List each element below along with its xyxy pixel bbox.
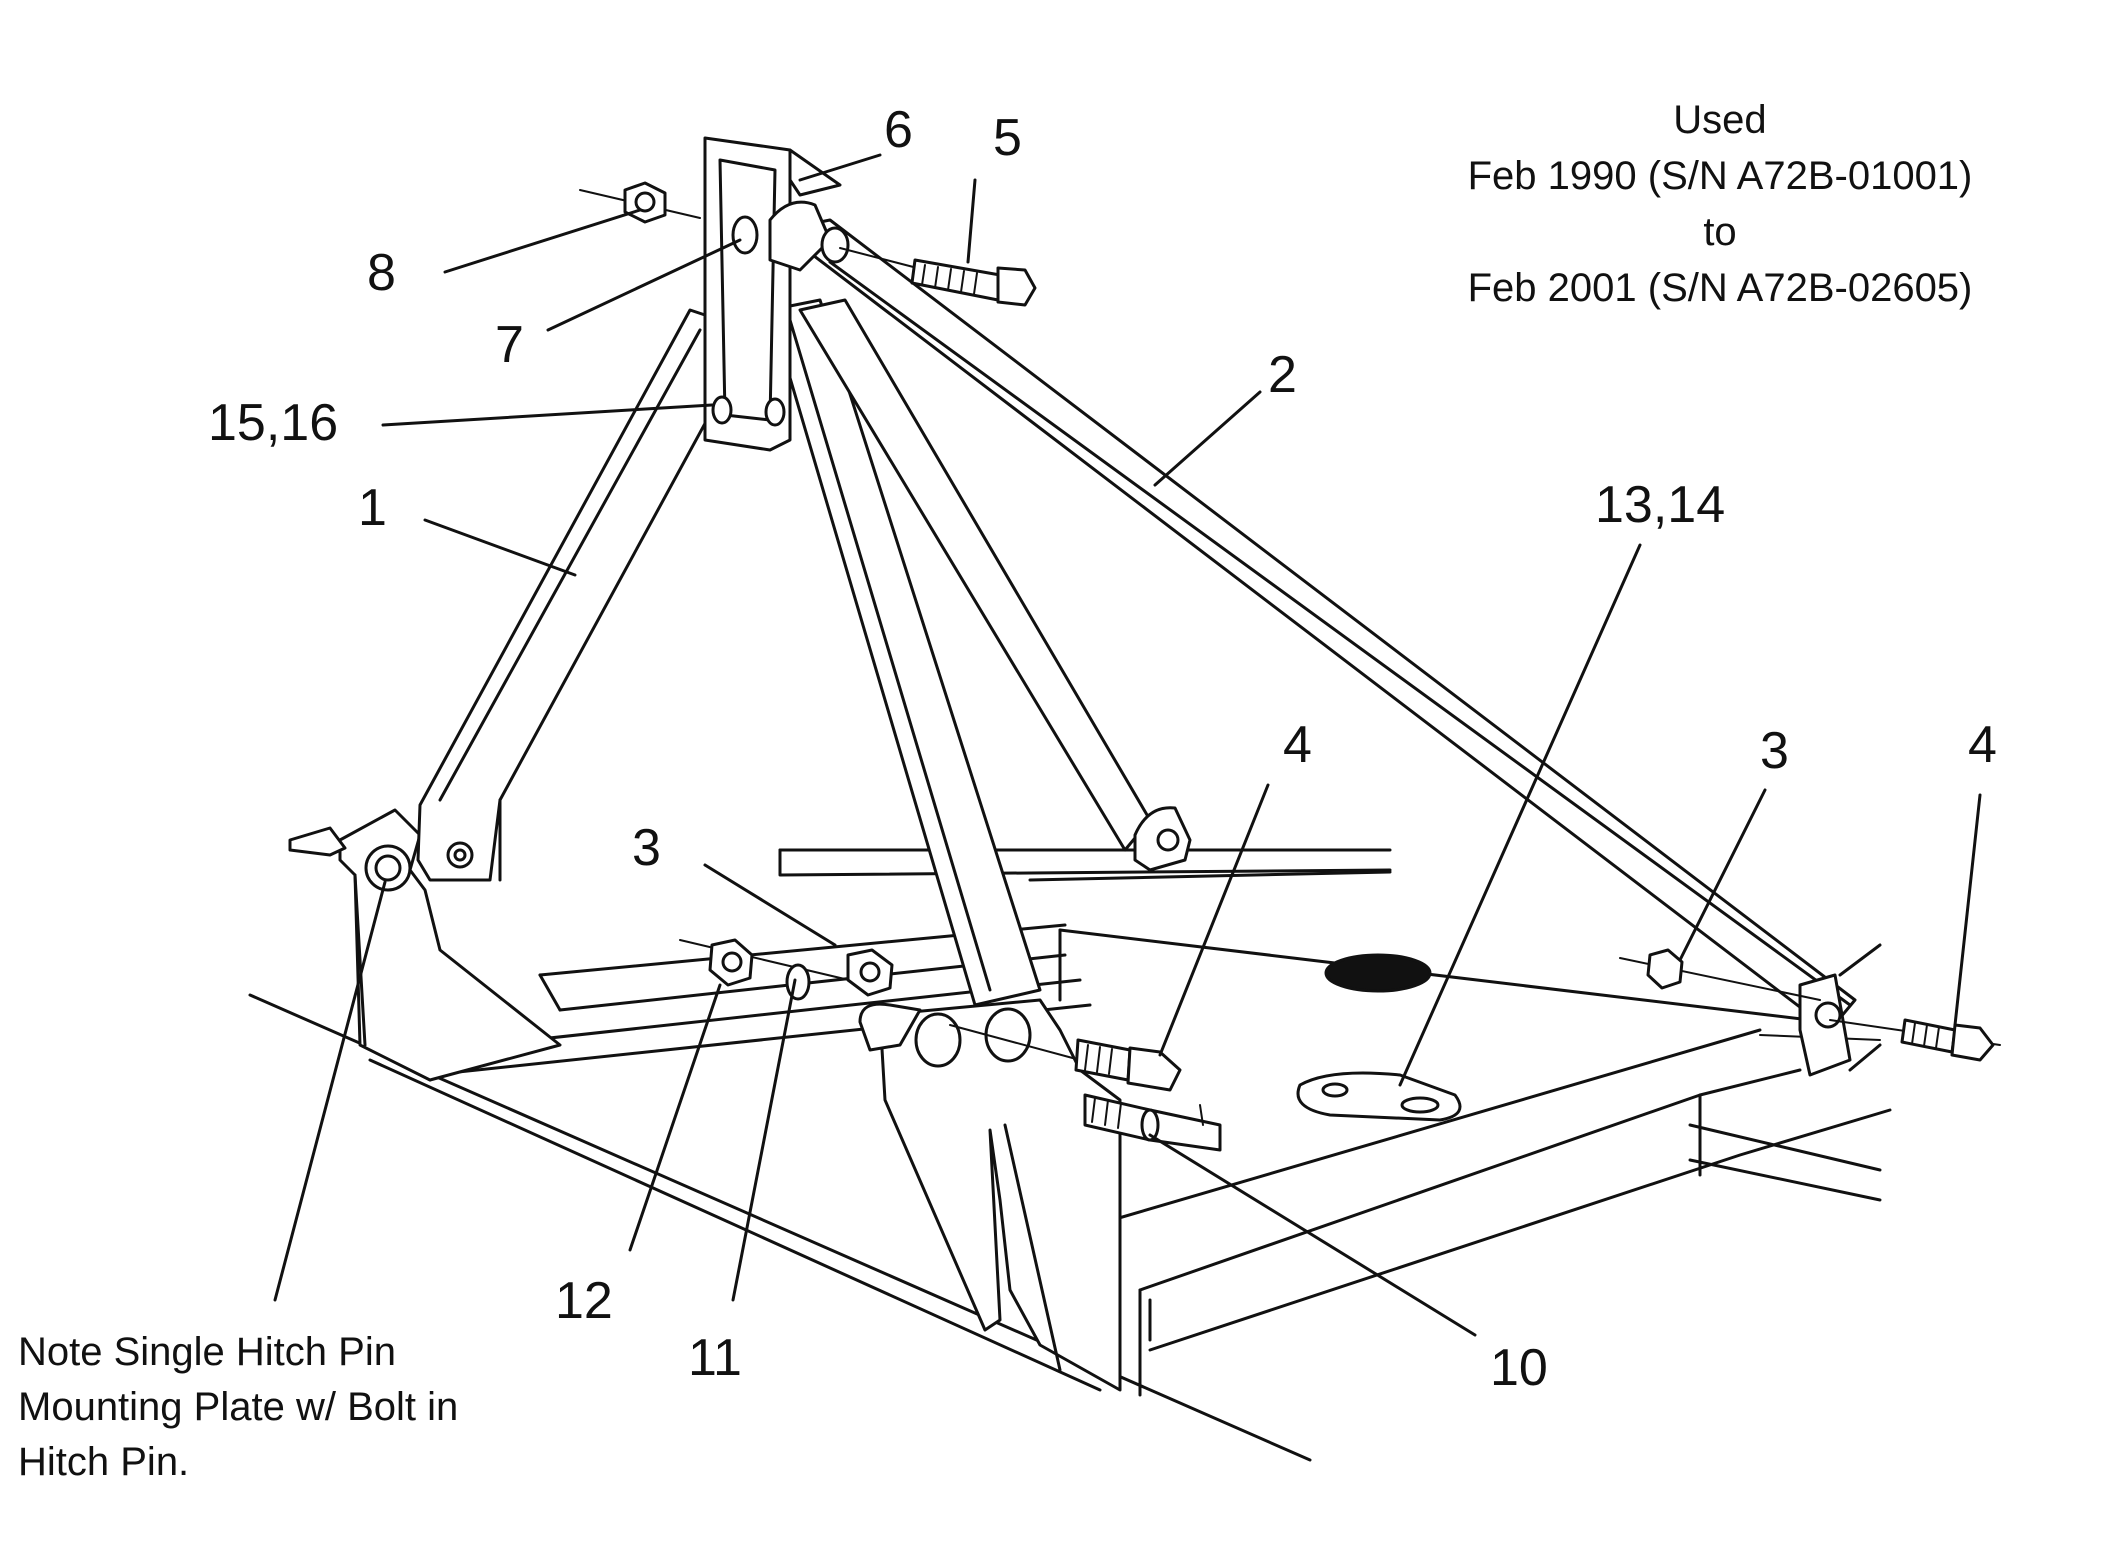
left-hitch-bracket	[288, 808, 562, 1082]
leader-12	[628, 983, 722, 1252]
leader-1	[423, 518, 577, 577]
leader-3-right	[1678, 788, 1767, 962]
callout-2: 2	[1268, 346, 1297, 404]
center-hardware	[679, 938, 894, 1001]
note-line-1: Note Single Hitch Pin	[18, 1330, 396, 1374]
center-lower-bracket	[858, 998, 1122, 1392]
deck-opening	[1324, 953, 1432, 993]
leader-15-16	[381, 403, 714, 427]
leader-4-center	[1158, 783, 1270, 1057]
center-leg	[768, 298, 1042, 1007]
callout-4-center: 4	[1283, 716, 1312, 774]
callout-3-center: 3	[632, 819, 661, 877]
callout-5: 5	[993, 109, 1022, 167]
callout-3-right: 3	[1760, 722, 1789, 780]
nut-3-right	[1619, 948, 1821, 1001]
leader-2	[1153, 390, 1262, 487]
callout-6: 6	[884, 101, 913, 159]
leader-13-14	[1398, 543, 1642, 1087]
serial-info-line-4: Feb 2001 (S/N A72B-02605)	[1467, 266, 1973, 310]
hitch-pin-note: Note Single Hitch Pin Mounting Plate w/ …	[18, 1325, 578, 1490]
leader-8	[443, 208, 642, 274]
callout-8: 8	[367, 244, 396, 302]
slotted-plate	[1296, 1071, 1462, 1122]
callout-7: 7	[495, 316, 524, 374]
arm-2-long-brace	[778, 218, 1882, 1077]
callout-12: 12	[555, 1272, 613, 1330]
leader-lines	[273, 153, 1982, 1337]
leader-3-center	[703, 863, 837, 947]
bolt-4-right	[1829, 1018, 2001, 1062]
note-line-3: Hitch Pin.	[18, 1440, 190, 1484]
serial-info-line-3: to	[1703, 210, 1737, 254]
arm-1-left-leg	[416, 308, 747, 882]
callout-10: 10	[1490, 1339, 1548, 1397]
bolt-4-center	[949, 1024, 1182, 1092]
callout-4-right: 4	[1968, 716, 1997, 774]
serial-info-line-2: Feb 1990 (S/N A72B-01001)	[1467, 154, 1973, 198]
serial-info-line-1: Used	[1673, 98, 1767, 142]
callout-1: 1	[358, 479, 387, 537]
top-bracket-6	[703, 136, 850, 452]
serial-info: Used Feb 1990 (S/N A72B-01001) to Feb 20…	[1400, 92, 2040, 316]
leader-4-right	[1953, 793, 1982, 1027]
bolt-5	[839, 247, 1037, 307]
rear-brace	[798, 298, 1192, 872]
leader-7	[546, 238, 742, 332]
callout-13-14: 13,14	[1595, 476, 1725, 534]
pin-10	[1083, 1093, 1222, 1152]
leader-6	[798, 153, 882, 182]
nut-8	[579, 181, 701, 224]
leader-11	[731, 978, 797, 1302]
leader-10	[1148, 1133, 1477, 1337]
leader-note	[273, 880, 387, 1302]
callout-15-16: 15,16	[208, 394, 338, 452]
leader-5	[966, 178, 977, 264]
note-line-2: Mounting Plate w/ Bolt in	[18, 1385, 459, 1429]
callout-11: 11	[688, 1329, 742, 1387]
